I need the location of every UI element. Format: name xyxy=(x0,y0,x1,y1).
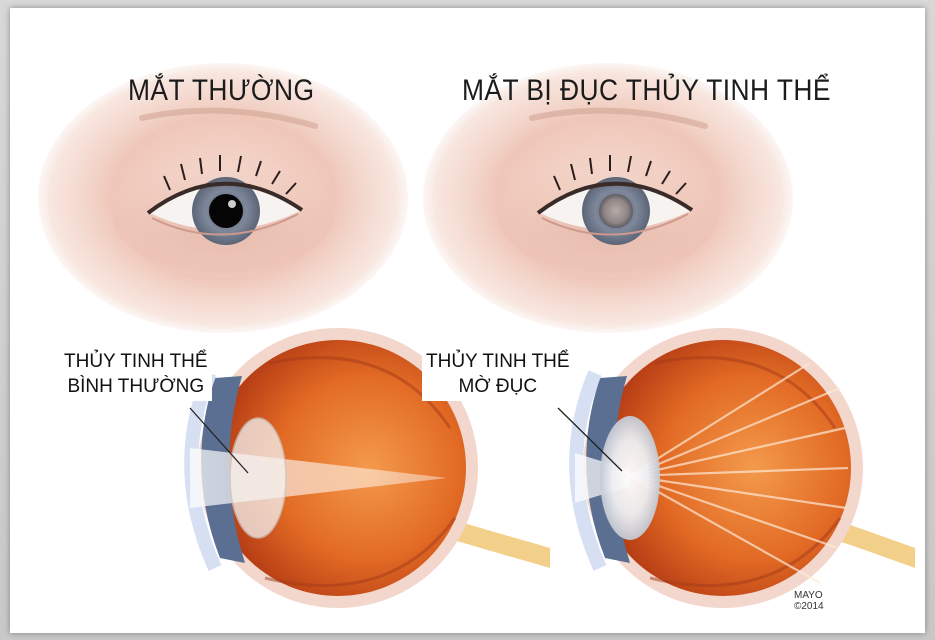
normal-eye-title: MẮT THƯỜNG xyxy=(128,74,314,108)
credit-line2: ©2014 xyxy=(794,601,824,612)
normal-lens-label: THỦY TINH THỂ BÌNH THƯỜNG xyxy=(60,347,212,401)
cloudy-lens-label-line1: THỦY TINH THỂ xyxy=(426,349,570,374)
image-credit: MAYO ©2014 xyxy=(794,590,824,612)
credit-line1: MAYO xyxy=(794,590,824,601)
normal-lens-label-line1: THỦY TINH THỂ xyxy=(64,349,208,374)
cataract-eye-title: MẮT BỊ ĐỤC THỦY TINH THỂ xyxy=(462,74,831,108)
cloudy-lens-label: THỦY TINH THỂ MỜ ĐỤC xyxy=(422,347,574,401)
cataract-eye-cross-section xyxy=(558,328,915,608)
illustration-card: MẮT THƯỜNG MẮT BỊ ĐỤC THỦY TINH THỂ THỦY… xyxy=(10,8,925,633)
normal-lens-label-line2: BÌNH THƯỜNG xyxy=(64,374,208,399)
cloudy-lens-label-line2: MỜ ĐỤC xyxy=(426,374,570,399)
